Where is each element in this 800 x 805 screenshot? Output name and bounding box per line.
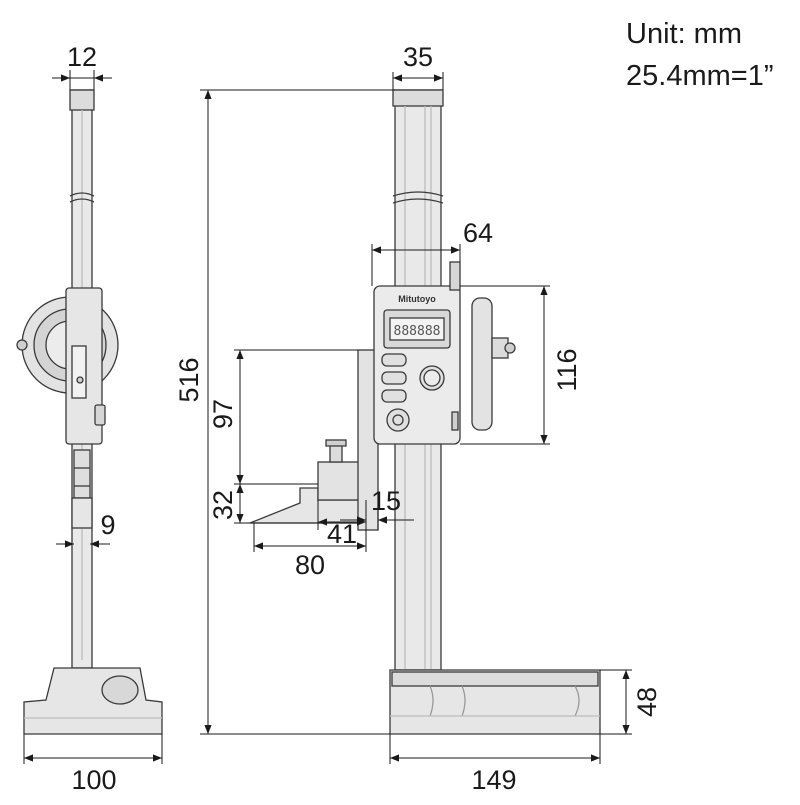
dim-base-height: 48 (632, 687, 662, 717)
hold-button (381, 371, 407, 385)
side-view (16, 89, 163, 735)
dim-total-height: 516 (174, 357, 204, 402)
lcd-readout: 888888 (394, 324, 441, 339)
brand-logo: Mitutoyo (398, 294, 436, 304)
dim-scriber-reach: 97 (208, 399, 238, 429)
dimension-lines (23, 70, 632, 764)
dim-slider-width: 64 (463, 218, 493, 248)
dim-scriber-offset: 15 (371, 486, 401, 516)
dimension-labels: 12 9 100 516 35 64 116 97 32 15 41 80 48… (67, 42, 662, 795)
handwheel (471, 297, 493, 431)
preset-button (381, 389, 407, 403)
power-button (386, 408, 410, 432)
zero-abs-button (381, 353, 407, 367)
unit-label: Unit: mm (626, 18, 742, 50)
dim-scriber-base: 80 (295, 550, 325, 580)
side-base (23, 667, 163, 735)
dim-scriber-height: 32 (208, 490, 238, 520)
dim-side-base-width: 100 (71, 765, 116, 795)
dim-side-thickness: 9 (100, 510, 115, 540)
dim-column-width: 35 (403, 42, 433, 72)
dim-side-width-top: 12 (67, 42, 97, 72)
front-view (249, 89, 601, 735)
dim-scriber-length: 41 (327, 519, 357, 549)
dim-base-length: 149 (471, 765, 516, 795)
dim-head-height: 116 (552, 348, 582, 391)
unit-conversion-label: 25.4mm=1” (626, 60, 774, 92)
